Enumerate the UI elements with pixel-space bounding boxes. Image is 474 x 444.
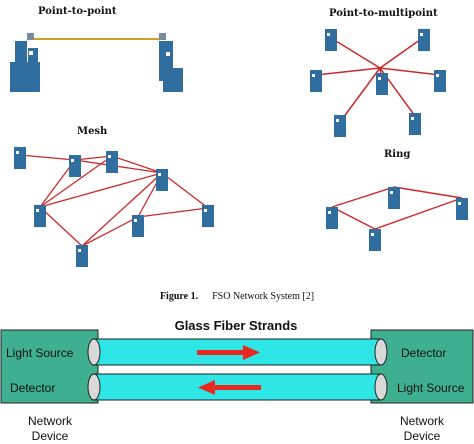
point-to-multipoint-label: Point-to-multipoint xyxy=(329,8,438,19)
right-arrow xyxy=(197,345,260,360)
right-device-label-line1: Network xyxy=(400,414,445,428)
mesh-device xyxy=(202,205,214,227)
figure-caption-text: FSO Network System [2] xyxy=(212,291,315,302)
mesh-label: Mesh xyxy=(77,126,108,137)
left-arrow xyxy=(198,380,261,395)
left-bottom-connector xyxy=(87,373,101,401)
right-top-connector xyxy=(374,338,388,366)
mesh-device xyxy=(106,151,118,173)
point-to-point-diagram xyxy=(10,33,183,92)
mesh-diagram-links xyxy=(19,154,209,247)
right-transceiver xyxy=(159,33,166,40)
point-to-multipoint-diagram xyxy=(315,36,441,123)
figure-caption: Figure 1. FSO Network System [2] xyxy=(0,291,474,302)
left-building-window xyxy=(29,51,33,55)
left-top-label: Light Source xyxy=(6,346,74,360)
mesh-device xyxy=(132,215,144,237)
ring-devices xyxy=(326,187,468,251)
figure-number: Figure 1. xyxy=(159,291,199,302)
mesh-devices xyxy=(14,147,214,267)
ring-device xyxy=(326,207,338,229)
left-building-base xyxy=(10,62,40,92)
mesh-device xyxy=(156,169,168,191)
left-top-connector xyxy=(87,338,101,366)
right-bottom-connector xyxy=(374,373,388,401)
ring-device xyxy=(388,187,400,209)
mesh-device xyxy=(69,155,81,177)
right-building-window xyxy=(166,52,170,56)
pmp-device xyxy=(310,70,322,92)
ring-device xyxy=(369,229,381,251)
pmp-devices xyxy=(310,29,446,137)
right-bottom-label: Light Source xyxy=(397,381,465,395)
fiber-diagram: Glass Fiber Strands Light Source Detecto… xyxy=(0,318,474,443)
point-to-point-label: Point-to-point xyxy=(38,6,117,17)
pmp-device xyxy=(376,73,388,95)
ring-diagram-links xyxy=(331,186,463,230)
mesh-device xyxy=(76,245,88,267)
left-device-label-line1: Network xyxy=(28,414,73,428)
fiber-title: Glass Fiber Strands xyxy=(175,318,298,333)
right-building-base xyxy=(163,68,183,92)
pmp-device xyxy=(434,70,446,92)
left-network-device-box xyxy=(0,329,99,404)
left-device-label-line2: Device xyxy=(32,429,69,443)
right-top-label: Detector xyxy=(401,346,446,360)
pmp-device xyxy=(334,115,346,137)
ring-device xyxy=(456,198,468,220)
ring-label: Ring xyxy=(384,149,411,160)
left-bottom-label: Detector xyxy=(10,381,55,395)
right-device-label-line2: Device xyxy=(404,429,441,443)
right-network-device-box xyxy=(370,329,474,404)
pmp-device xyxy=(325,29,337,51)
mesh-device xyxy=(34,205,46,227)
left-transceiver xyxy=(27,33,34,40)
mesh-device xyxy=(14,147,26,169)
pmp-device xyxy=(409,113,421,135)
pmp-device xyxy=(418,29,430,51)
